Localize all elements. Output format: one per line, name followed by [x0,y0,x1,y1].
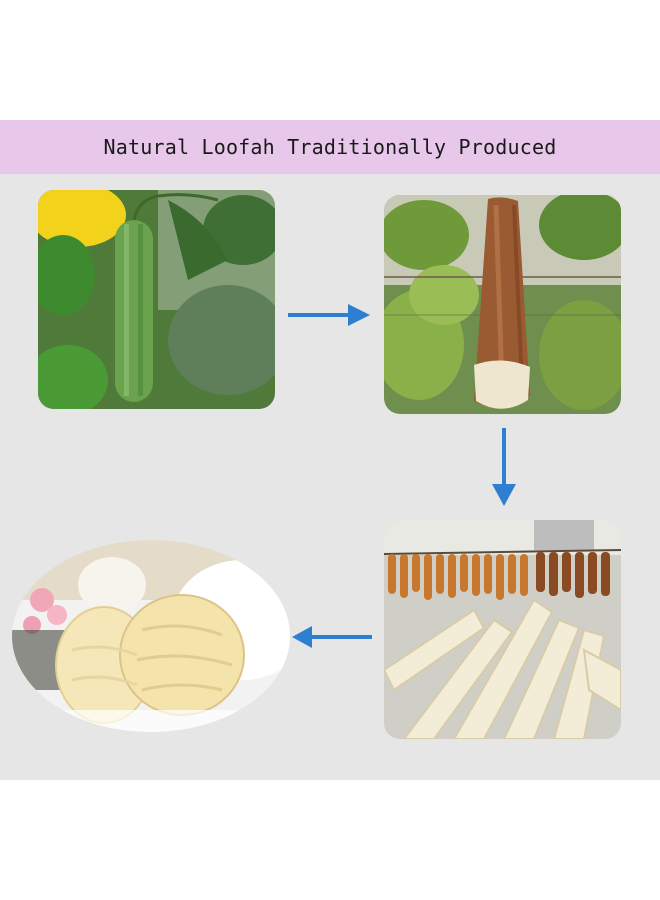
arrow-right-icon [288,304,370,326]
photo-dried-loofah [384,195,621,414]
banner-title: Natural Loofah Traditionally Produced [103,135,557,159]
process-panel [0,174,660,780]
arrow-left-icon [292,626,372,648]
arrow-down-icon [492,428,516,506]
drying-loofahs-illustration [384,520,621,739]
loofah-pads-illustration [12,540,290,732]
dried-loofah-illustration [384,195,621,414]
title-banner: Natural Loofah Traditionally Produced [0,120,660,174]
photo-green-loofah [38,190,275,409]
photo-drying-loofahs [384,520,621,739]
photo-loofah-pads [12,540,290,732]
green-loofah-illustration [38,190,275,409]
